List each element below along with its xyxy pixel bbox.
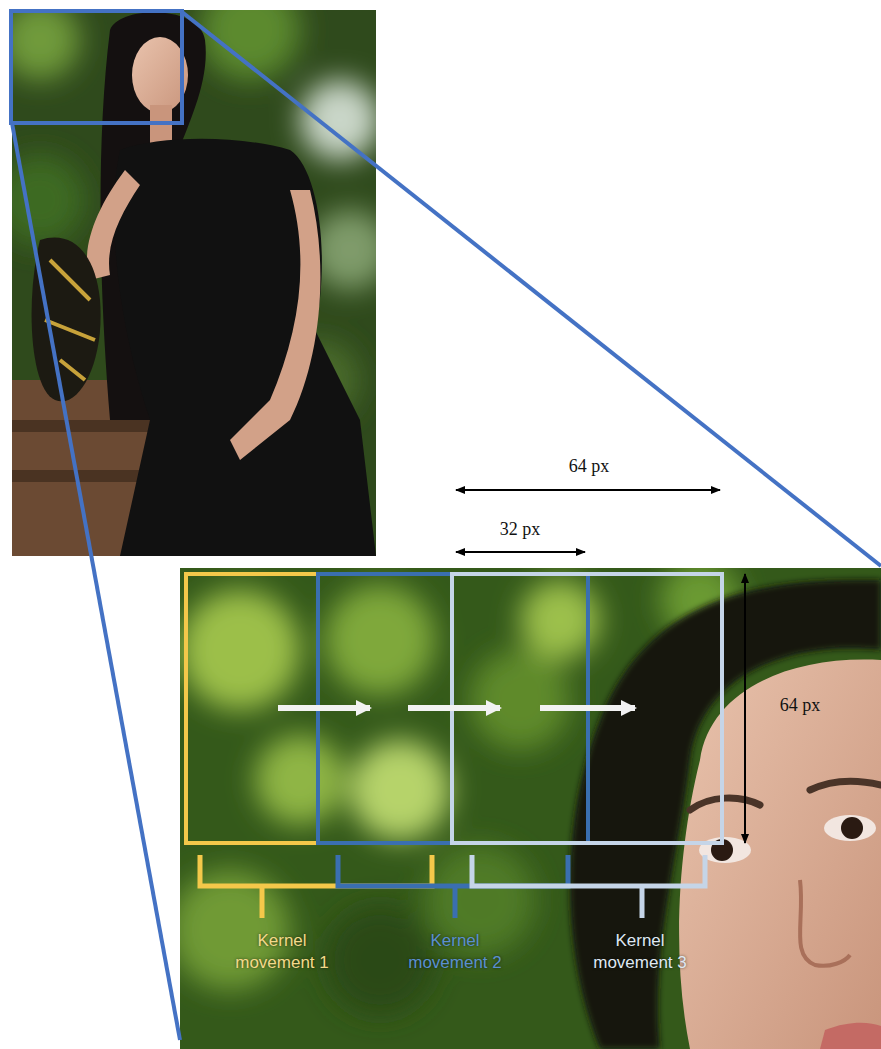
movement-arrow <box>408 705 500 711</box>
dimension-arrow <box>456 489 720 491</box>
photo <box>12 10 376 556</box>
movement-arrow <box>540 705 635 711</box>
zoom-line <box>182 12 881 566</box>
dimension-label: 32 px <box>500 519 541 540</box>
zoomed-photo <box>180 568 881 1049</box>
dimension-arrow <box>456 551 585 553</box>
movement-arrow <box>278 705 370 711</box>
dimension-label: 64 px <box>780 695 821 716</box>
dimension-label: 64 px <box>569 456 610 477</box>
zoom-line <box>12 123 180 1040</box>
crop-box <box>11 11 182 123</box>
dimension-arrow <box>744 574 746 843</box>
bracket <box>472 855 705 918</box>
kernel-label: Kernel movement 3 <box>581 930 699 974</box>
kernel-label: Kernel movement 1 <box>223 930 341 974</box>
kernel-label: Kernel movement 2 <box>396 930 514 974</box>
